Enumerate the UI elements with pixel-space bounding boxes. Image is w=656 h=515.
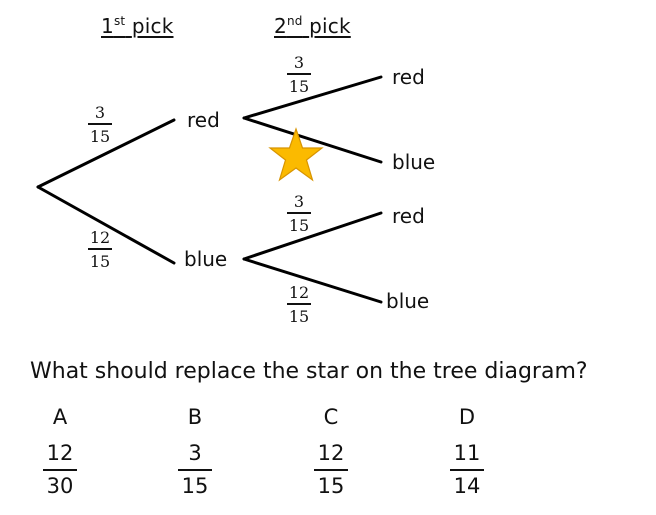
- header-first-sup: st: [113, 14, 126, 28]
- node-blue-blue: blue: [386, 289, 430, 313]
- fraction-bar: [88, 123, 112, 125]
- option-num: 11: [453, 441, 481, 465]
- option-num: 3: [188, 441, 202, 465]
- prob-num: 12: [288, 283, 310, 302]
- star-icon: [268, 127, 324, 182]
- option-c-letter[interactable]: C: [323, 405, 339, 429]
- branch-red-red: [242, 75, 383, 120]
- header-second-num: 2: [274, 14, 287, 38]
- fraction-bar: [43, 469, 77, 471]
- branch-red-blue: [242, 116, 383, 164]
- option-num: 12: [317, 441, 345, 465]
- header-second-text: pick: [309, 14, 351, 38]
- prob-den: 15: [89, 251, 111, 271]
- option-b-fraction[interactable]: 3 15: [175, 441, 215, 498]
- header-second-sup: nd: [286, 14, 303, 28]
- option-a-fraction[interactable]: 12 30: [40, 441, 80, 498]
- branch-first-red: [36, 118, 176, 189]
- option-den: 15: [317, 474, 345, 498]
- prob-num: 3: [94, 103, 106, 122]
- prob-num: 3: [293, 53, 305, 72]
- prob-first-red: 3 15: [88, 104, 112, 145]
- fraction-bar: [314, 469, 348, 471]
- question-text: What should replace the star on the tree…: [30, 359, 588, 384]
- fraction-bar: [450, 469, 484, 471]
- fraction-bar: [287, 303, 311, 305]
- option-den: 15: [181, 474, 209, 498]
- header-first-pick: 1st pick: [101, 14, 174, 38]
- fraction-bar: [287, 73, 311, 75]
- option-d-fraction[interactable]: 11 14: [447, 441, 487, 498]
- node-red-blue: blue: [392, 150, 436, 174]
- prob-red-red: 3 15: [287, 54, 311, 95]
- option-num: 12: [46, 441, 74, 465]
- prob-den: 15: [288, 76, 310, 96]
- node-first-blue: blue: [184, 247, 228, 271]
- option-den: 14: [453, 474, 481, 498]
- header-first-text: pick: [131, 14, 174, 38]
- fraction-bar: [178, 469, 212, 471]
- fraction-bar: [88, 248, 112, 250]
- prob-blue-blue: 12 15: [287, 284, 311, 325]
- branch-blue-blue: [242, 257, 383, 304]
- prob-num: 12: [89, 228, 111, 247]
- prob-num: 3: [293, 192, 305, 211]
- prob-den: 15: [288, 215, 310, 235]
- node-first-red: red: [187, 108, 220, 132]
- fraction-bar: [287, 212, 311, 214]
- node-red-red: red: [392, 65, 425, 89]
- option-den: 30: [46, 474, 74, 498]
- branch-blue-red: [242, 211, 383, 261]
- option-b-letter[interactable]: B: [187, 405, 203, 429]
- prob-den: 15: [89, 126, 111, 146]
- branch-first-blue: [36, 185, 176, 265]
- prob-first-blue: 12 15: [88, 229, 112, 270]
- option-c-fraction[interactable]: 12 15: [311, 441, 351, 498]
- option-a-letter[interactable]: A: [52, 405, 68, 429]
- header-first-num: 1: [101, 14, 114, 38]
- prob-den: 15: [288, 306, 310, 326]
- prob-blue-red: 3 15: [287, 193, 311, 234]
- node-blue-red: red: [392, 204, 425, 228]
- option-d-letter[interactable]: D: [458, 405, 476, 429]
- header-second-pick: 2nd pick: [274, 14, 351, 38]
